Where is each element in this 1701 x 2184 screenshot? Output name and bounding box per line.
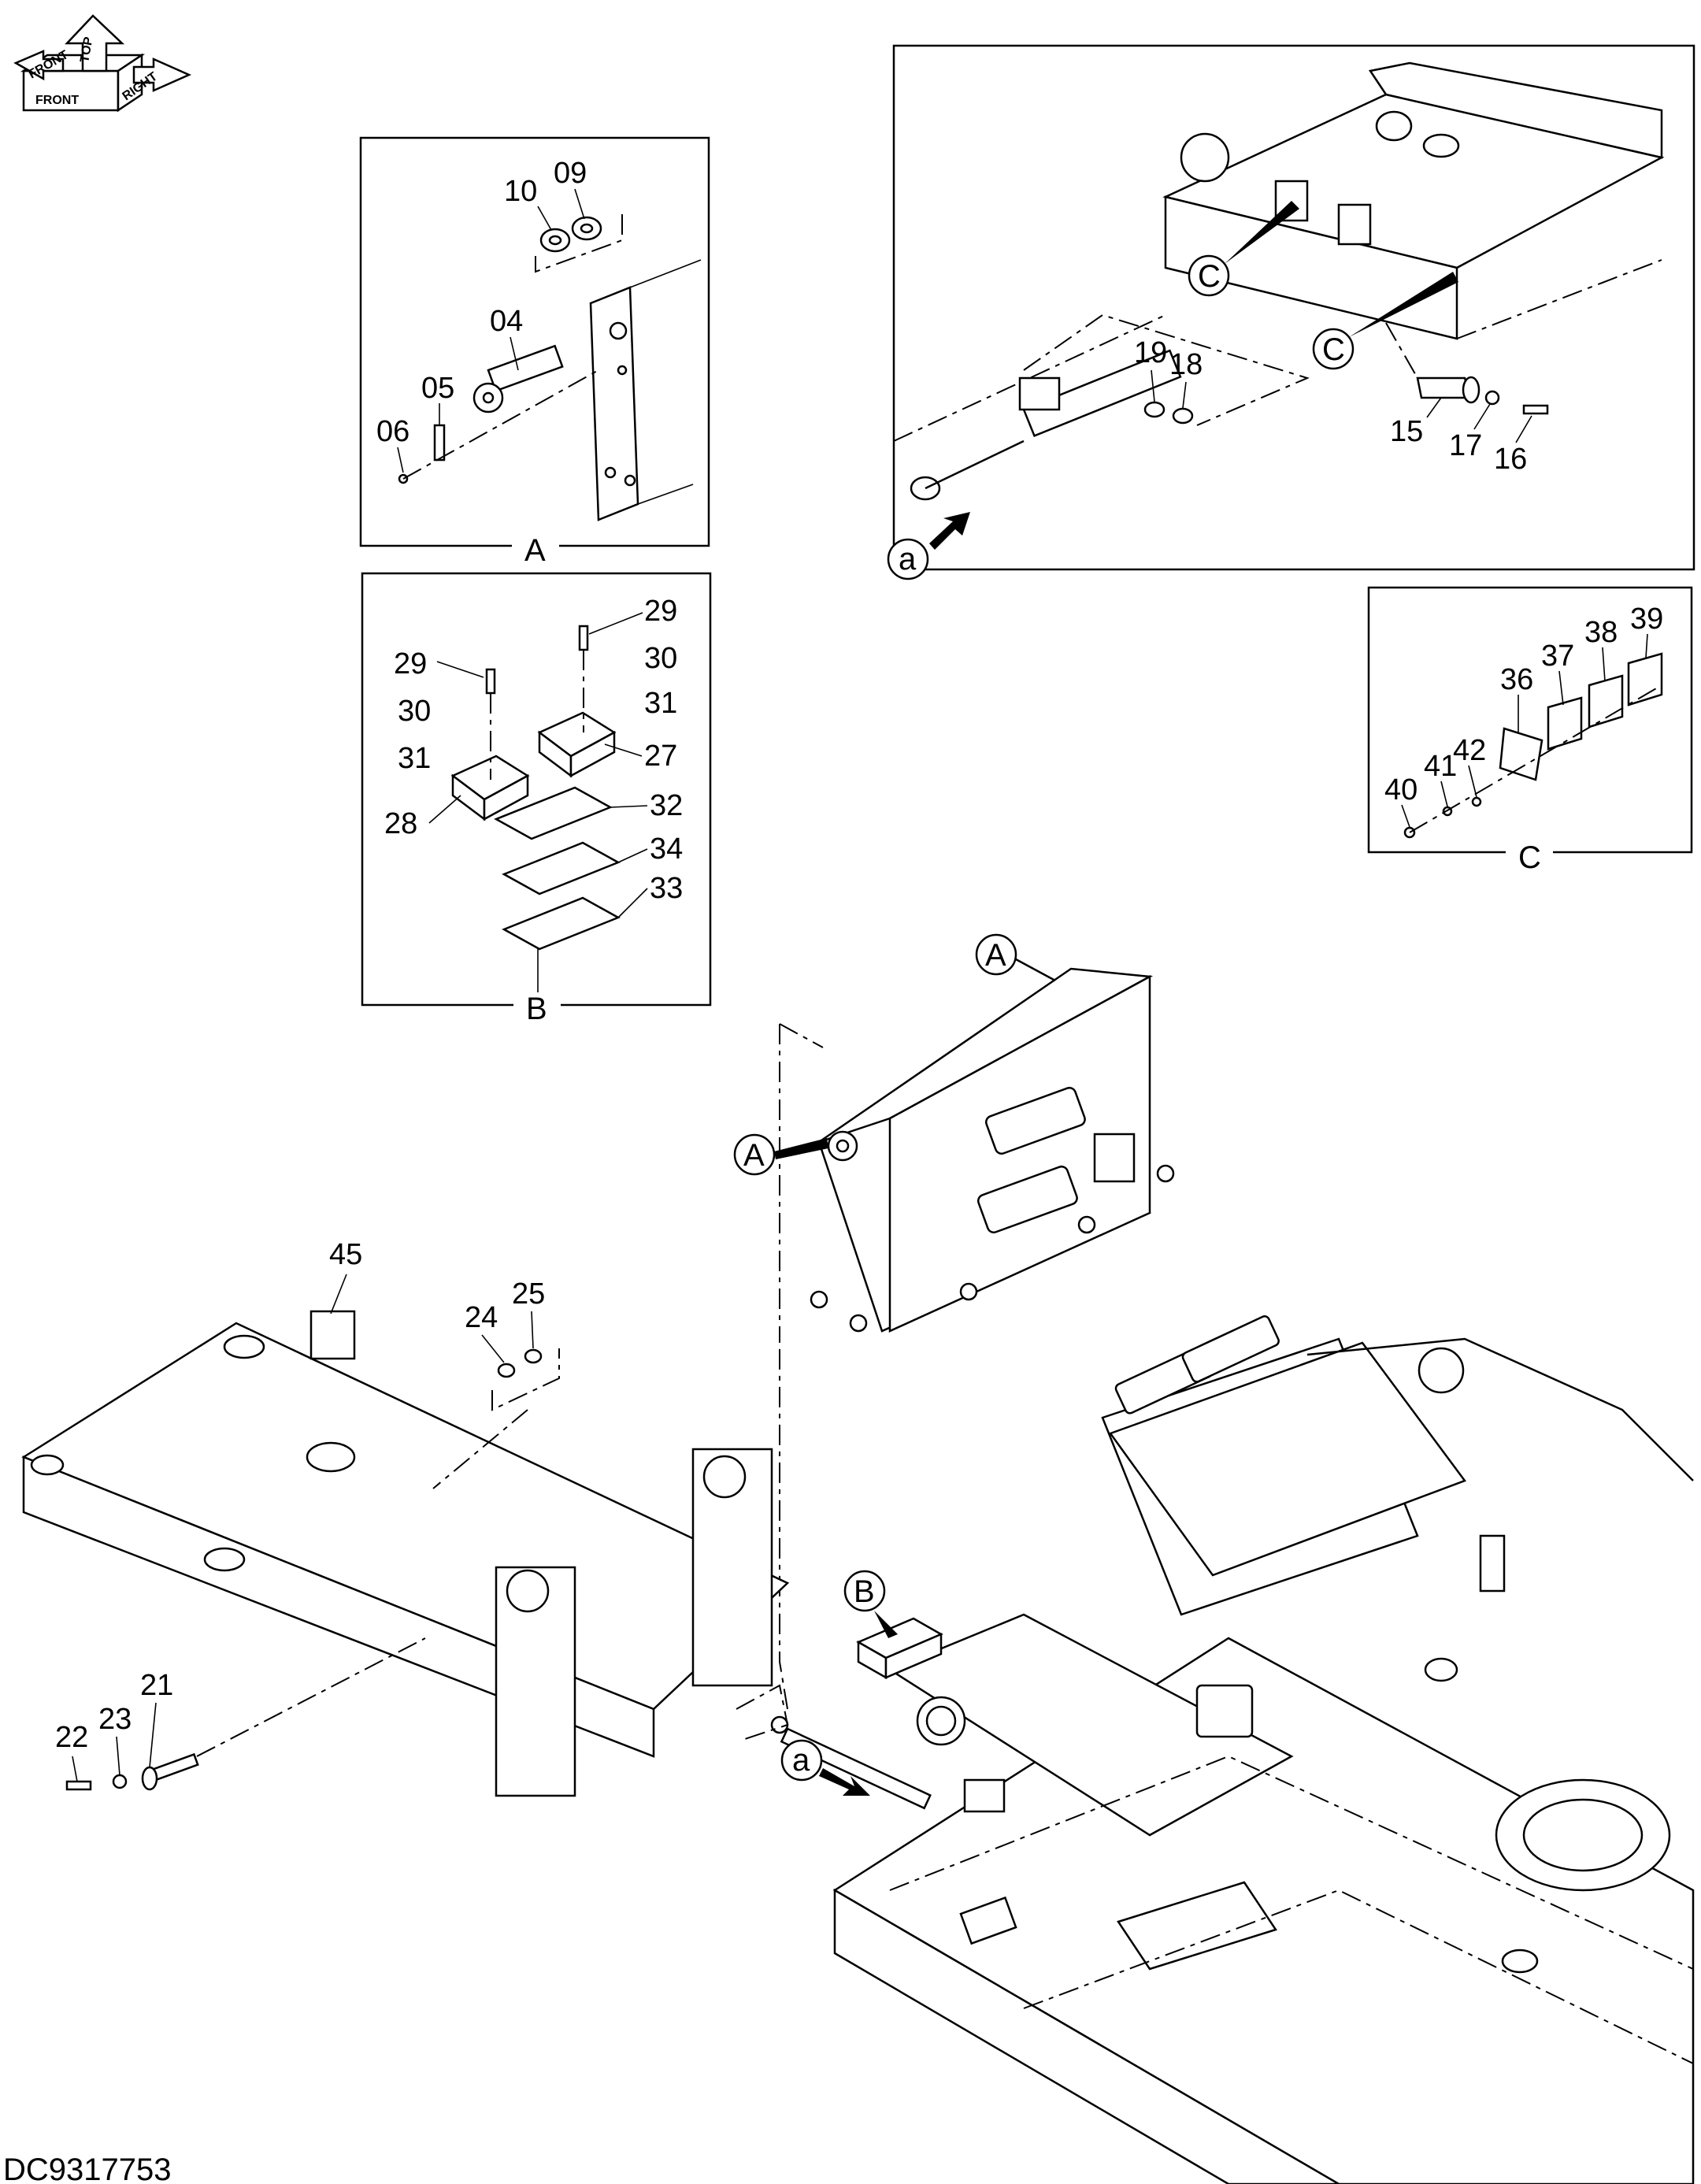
drawing-id: DC9317753: [3, 2152, 172, 2184]
detail-view: C C 19 18 15 17 16 a: [887, 44, 1695, 580]
view-b-title: B: [526, 992, 547, 1026]
view-a-title: A: [524, 533, 546, 568]
step-plate-2: [1181, 1315, 1280, 1383]
cylinder: [1022, 349, 1182, 438]
label-24: 24: [465, 1301, 498, 1334]
left-frame: 45 25 24 21 23 22: [21, 1238, 790, 1797]
label-38: 38: [1584, 616, 1618, 649]
label-17: 17: [1449, 429, 1482, 462]
label-16: 16: [1494, 443, 1527, 476]
view-c-title: C: [1518, 840, 1541, 875]
shim-34: [502, 841, 621, 895]
label-30a: 30: [644, 642, 677, 675]
counterweight-plate: [1093, 1133, 1136, 1183]
callout-a-detail: [887, 538, 929, 580]
label-34: 34: [650, 832, 683, 866]
washer-25: [524, 1348, 543, 1364]
pin-04: [487, 344, 564, 392]
label-22: 22: [55, 1721, 88, 1754]
bolt-29-left: [485, 668, 496, 695]
label-30b: 30: [398, 695, 431, 728]
washer-24: [497, 1363, 516, 1378]
counterweight-side: [888, 974, 1151, 1333]
callout-b: [843, 1570, 886, 1612]
washer-42: [1471, 796, 1482, 807]
label-31b: 31: [398, 742, 431, 775]
washer-17: [1484, 390, 1500, 406]
callout-a-top: [975, 933, 1017, 976]
callout-a-bottom-text: a: [792, 1743, 810, 1778]
washer-19: [1143, 401, 1166, 418]
swing-base: [888, 1613, 1294, 1837]
view-a: A 10 09 04 05 06: [359, 136, 710, 568]
label-31a: 31: [644, 687, 677, 720]
label-18: 18: [1169, 348, 1203, 381]
label-27: 27: [644, 740, 677, 773]
label-06: 06: [376, 415, 410, 448]
callout-c-2-text: C: [1322, 332, 1345, 367]
label-40: 40: [1384, 773, 1418, 806]
orientation-icon: FRONT TOP RIGHT FRONT: [13, 14, 192, 113]
callout-c-2: [1312, 328, 1354, 370]
label-42: 42: [1453, 734, 1486, 767]
plate-45: [309, 1310, 356, 1360]
label-23: 23: [98, 1703, 132, 1736]
callout-c-1: [1188, 254, 1230, 297]
front-label: FRONT: [35, 94, 79, 107]
label-15: 15: [1390, 415, 1423, 448]
washer-23: [112, 1774, 128, 1789]
label-36: 36: [1500, 663, 1533, 696]
bolt-16: [1522, 404, 1549, 415]
callout-a-detail-text: a: [899, 542, 917, 577]
lock-plate-05: [433, 424, 446, 462]
shim-39: [1627, 652, 1663, 706]
label-21: 21: [140, 1669, 173, 1702]
callout-a-bottom: [780, 1739, 823, 1782]
cylinder-block: [1018, 376, 1061, 411]
counterweight: A A: [733, 933, 1175, 1710]
label-33: 33: [650, 872, 683, 905]
washer-18: [1172, 407, 1194, 425]
view-c: C 39 38 37 36 42 41 40: [1367, 586, 1693, 875]
label-45: 45: [329, 1238, 362, 1271]
view-b: B 29 30 31 29 30 31 27 28 32 34 33: [361, 572, 712, 1026]
pad-36: [1499, 727, 1544, 781]
label-09: 09: [554, 157, 587, 190]
callout-a-top-text: A: [985, 938, 1006, 973]
valve-block: [963, 1778, 1006, 1813]
callout-a-left: [733, 1133, 776, 1176]
shim-38: [1588, 674, 1624, 729]
bolt-06: [398, 473, 409, 484]
label-05: 05: [421, 372, 454, 405]
callout-b-text: B: [854, 1574, 875, 1609]
label-39: 39: [1630, 603, 1663, 636]
label-28: 28: [384, 807, 417, 840]
label-19: 19: [1134, 336, 1167, 369]
label-37: 37: [1541, 640, 1574, 673]
label-29a: 29: [644, 595, 677, 628]
callout-a-left-text: A: [743, 1138, 765, 1173]
label-25: 25: [512, 1277, 545, 1311]
label-32: 32: [650, 789, 683, 822]
bolt-29-right: [578, 625, 589, 651]
label-41: 41: [1424, 750, 1457, 783]
callout-c-1-text: C: [1198, 259, 1221, 294]
detail-frame: [892, 44, 1695, 571]
label-04: 04: [490, 305, 523, 338]
top-label: TOP: [78, 35, 95, 63]
cover-plate: [1195, 1684, 1254, 1738]
shim-33: [502, 896, 621, 951]
label-10: 10: [504, 175, 537, 208]
upper-structure: B a: [736, 1315, 1695, 2184]
bolt-22: [65, 1780, 92, 1791]
bracket: [1479, 1534, 1506, 1593]
label-29b: 29: [394, 647, 427, 680]
